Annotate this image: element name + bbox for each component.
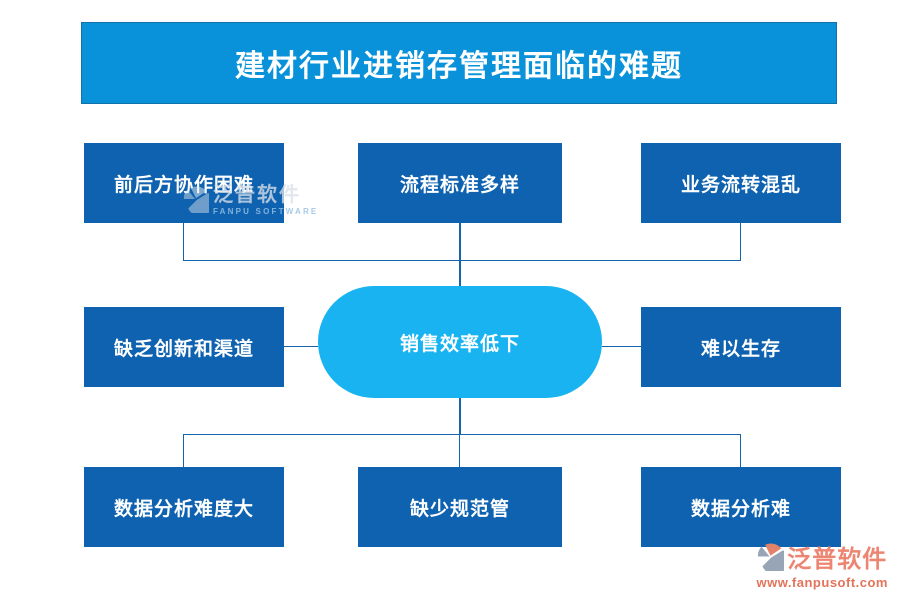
connector-line — [183, 434, 184, 467]
connector-line — [284, 346, 318, 347]
node-mid-right: 难以生存 — [641, 307, 841, 387]
connector-line — [740, 434, 741, 467]
title-banner: 建材行业进销存管理面临的难题 — [81, 22, 837, 104]
connector-line — [183, 260, 741, 261]
footer-brand: 泛普软件 — [787, 546, 888, 573]
node-label: 难以生存 — [700, 338, 781, 360]
footer-logo: 泛普软件 www.fanpusoft.com — [756, 539, 888, 590]
node-label: 前后方协作困难 — [113, 174, 254, 196]
connector-line — [602, 346, 641, 347]
node-label: 业务流转混乱 — [680, 174, 801, 196]
fanpu-logo-icon — [758, 543, 785, 571]
node-bottom-left: 数据分析难度大 — [84, 467, 284, 547]
node-top-right: 业务流转混乱 — [641, 143, 841, 223]
connector-line — [459, 434, 460, 467]
connector-line — [183, 223, 184, 261]
node-label: 缺少规范管 — [409, 498, 510, 520]
node-top-left: 前后方协作困难 — [84, 143, 284, 223]
connector-line — [740, 223, 741, 261]
node-center: 销售效率低下 — [318, 286, 602, 398]
connector-line — [459, 223, 461, 287]
footer-url: www.fanpusoft.com — [756, 575, 888, 590]
connector-line — [183, 434, 741, 435]
node-top-middle: 流程标准多样 — [358, 143, 562, 223]
node-label: 缺乏创新和渠道 — [113, 338, 254, 360]
node-label: 流程标准多样 — [399, 174, 520, 196]
node-label: 数据分析难度大 — [113, 498, 254, 520]
page-title: 建材行业进销存管理面临的难题 — [235, 50, 683, 83]
node-label: 数据分析难 — [690, 498, 791, 520]
node-mid-left: 缺乏创新和渠道 — [84, 307, 284, 387]
node-bottom-middle: 缺少规范管 — [358, 467, 562, 547]
node-bottom-right: 数据分析难 — [641, 467, 841, 547]
connector-line — [459, 398, 461, 435]
node-label: 销售效率低下 — [399, 333, 520, 355]
